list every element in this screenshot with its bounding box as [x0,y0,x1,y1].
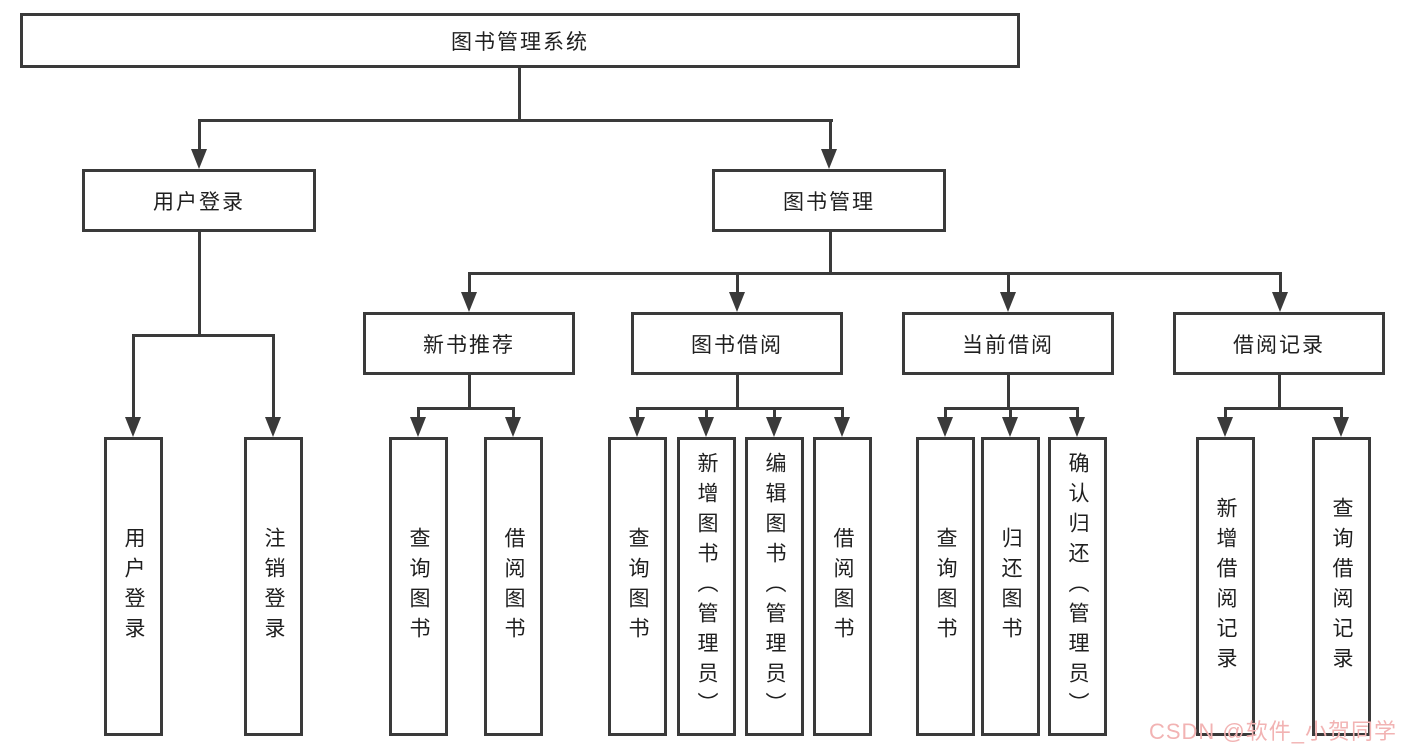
node-book-borrow-label: 图书借阅 [691,333,783,357]
connector-line [1076,407,1079,419]
leaf-newbooks-borrow: 借阅图书 [484,437,543,736]
connector-line [198,232,201,336]
arrow-down-icon [698,417,714,437]
node-book-mgmt-label: 图书管理 [783,190,875,214]
arrow-down-icon [125,417,141,437]
connector-line [1007,375,1010,410]
connector-line [736,375,739,410]
leaf-borrow-edit-admin: 编辑图书（管理员） [745,437,804,736]
arrow-down-icon [1333,417,1349,437]
arrow-down-icon [410,417,426,437]
node-new-books: 新书推荐 [363,312,575,375]
arrow-down-icon [265,417,281,437]
leaf-newbooks-query-label: 查询图书 [407,526,430,647]
connector-line [272,334,275,418]
connector-line [1340,407,1343,419]
leaf-user-login: 用户登录 [104,437,163,736]
leaf-newbooks-borrow-label: 借阅图书 [502,526,525,647]
arrow-down-icon [937,417,953,437]
connector-line [417,407,515,410]
leaf-borrow-query: 查询图书 [608,437,667,736]
node-book-mgmt: 图书管理 [712,169,946,232]
connector-line [468,272,471,294]
node-root: 图书管理系统 [20,13,1020,68]
node-current-borrow: 当前借阅 [902,312,1114,375]
connector-line [736,272,739,294]
node-new-books-label: 新书推荐 [423,333,515,357]
node-root-label: 图书管理系统 [451,30,589,54]
leaf-records-add-label: 新增借阅记录 [1214,496,1237,677]
connector-line [132,334,275,337]
connector-line [468,375,471,410]
connector-line [1279,272,1282,294]
connector-line [829,119,832,151]
leaf-borrow-borrow-label: 借阅图书 [831,526,854,647]
connector-line [944,407,947,419]
arrow-down-icon [505,417,521,437]
connector-line [841,407,844,419]
arrow-down-icon [821,149,837,169]
connector-line [417,407,420,419]
arrow-down-icon [1002,417,1018,437]
leaf-current-return-label: 归还图书 [999,526,1022,647]
leaf-borrow-query-label: 查询图书 [626,526,649,647]
connector-line [1009,407,1012,419]
leaf-records-query: 查询借阅记录 [1312,437,1371,736]
leaf-current-confirm-admin: 确认归还（管理员） [1048,437,1107,736]
connector-line [1007,272,1010,294]
arrow-down-icon [629,417,645,437]
arrow-down-icon [1069,417,1085,437]
arrow-down-icon [766,417,782,437]
leaf-logout: 注销登录 [244,437,303,736]
connector-line [636,407,639,419]
connector-line [198,119,201,151]
connector-line [1224,407,1227,419]
connector-line [1278,375,1281,410]
connector-line [468,272,1282,275]
leaf-current-return: 归还图书 [981,437,1040,736]
node-user-login-label: 用户登录 [153,190,245,214]
arrow-down-icon [1272,292,1288,312]
leaf-borrow-edit-admin-label: 编辑图书（管理员） [763,451,786,722]
leaf-borrow-borrow: 借阅图书 [813,437,872,736]
connector-line [773,407,776,419]
connector-line [636,407,844,410]
connector-line [829,232,832,275]
connector-line [705,407,708,419]
node-user-login: 用户登录 [82,169,316,232]
leaf-records-query-label: 查询借阅记录 [1330,496,1353,677]
node-book-borrow: 图书借阅 [631,312,843,375]
leaf-records-add: 新增借阅记录 [1196,437,1255,736]
node-borrow-records: 借阅记录 [1173,312,1385,375]
leaf-current-query: 查询图书 [916,437,975,736]
arrow-down-icon [1217,417,1233,437]
arrow-down-icon [729,292,745,312]
arrow-down-icon [191,149,207,169]
connector-line [518,68,521,121]
leaf-borrow-add-admin-label: 新增图书（管理员） [695,451,718,722]
arrow-down-icon [1000,292,1016,312]
leaf-logout-label: 注销登录 [262,526,285,647]
leaf-current-query-label: 查询图书 [934,526,957,647]
connector-line [1224,407,1343,410]
node-borrow-records-label: 借阅记录 [1233,333,1325,357]
connector-line [198,119,833,122]
leaf-current-confirm-admin-label: 确认归还（管理员） [1066,451,1089,722]
leaf-newbooks-query: 查询图书 [389,437,448,736]
leaf-user-login-label: 用户登录 [122,526,145,647]
arrow-down-icon [834,417,850,437]
connector-line [512,407,515,419]
node-current-borrow-label: 当前借阅 [962,333,1054,357]
leaf-borrow-add-admin: 新增图书（管理员） [677,437,736,736]
arrow-down-icon [461,292,477,312]
watermark: CSDN @软件_小贺同学 [1148,719,1397,744]
connector-line [132,334,135,418]
